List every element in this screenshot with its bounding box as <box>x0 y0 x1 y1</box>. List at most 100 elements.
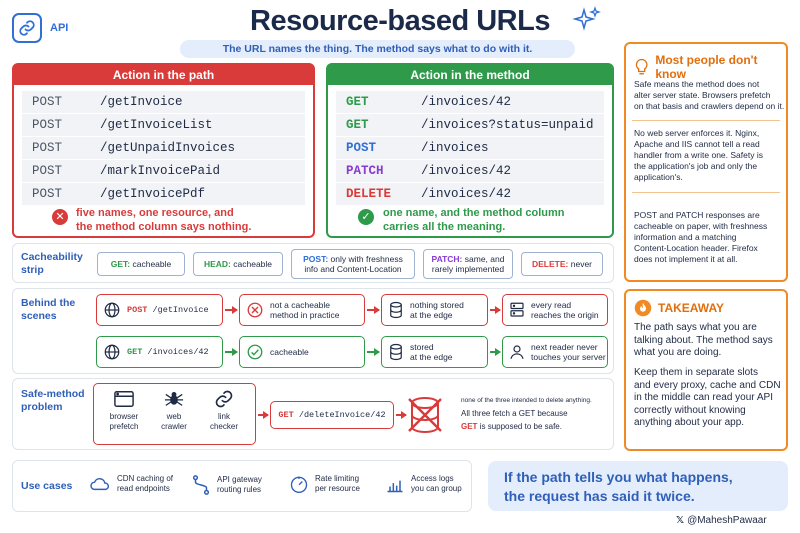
flow-request-get: GET /invoices/42 <box>96 336 223 368</box>
method-rows: GET/invoices/42 GET/invoices?status=unpa… <box>336 91 604 206</box>
path-rows: POST/getInvoice POST/getInvoiceList POST… <box>22 91 305 206</box>
request-path: /getInvoice <box>152 305 209 315</box>
x-logo-icon: 𝕏 <box>676 515 685 526</box>
chip-text: only with freshness <box>330 254 403 264</box>
para-line: in the middle can read your API <box>634 392 773 403</box>
safe-text-rest: is supposed to be safe. <box>479 422 562 431</box>
flow-step-cacheable: cacheable <box>239 336 365 368</box>
clients-group <box>93 383 256 445</box>
database-icon <box>390 343 402 361</box>
request-method: POST <box>127 305 148 315</box>
safe-text-line1: none of the three intended to delete any… <box>461 397 592 404</box>
most-people-para2: No web server enforces it. Nginx, Apache… <box>634 128 763 183</box>
path-cell: /getUnpaidInvoices <box>100 141 236 155</box>
cache-chip-head: HEAD: cacheable <box>193 252 283 276</box>
author-handle: @MaheshPawaar <box>687 515 767 526</box>
x-circle-icon: ✕ <box>52 209 68 225</box>
para-line: handler from a write one. Safety is <box>634 150 763 160</box>
chip-method: POST: <box>303 254 329 264</box>
safe-text-line3: GET is supposed to be safe. <box>461 422 562 432</box>
most-people-header: Most people don't know <box>634 53 786 81</box>
api-label: API <box>50 22 69 34</box>
most-people-panel: Most people don't know Safe means the me… <box>624 42 788 282</box>
step-text: every read <box>531 300 572 310</box>
step-text: at the edge <box>410 352 453 362</box>
bar-chart-icon <box>387 480 403 493</box>
takeaway-panel: TAKEAWAY The path says what you are talk… <box>624 289 788 451</box>
flow-arrow <box>225 348 238 356</box>
client-crawler: web crawler <box>151 389 197 432</box>
table-row: POST/getInvoice <box>22 91 305 113</box>
chip-text: same, and <box>464 254 505 264</box>
step-text: reaches the origin <box>531 310 599 320</box>
spider-icon <box>164 392 184 406</box>
use-case-text: API gateway <box>217 475 262 484</box>
step-text: not a cacheable <box>270 300 331 310</box>
label-line: strip <box>21 264 44 276</box>
label-line: Cacheability <box>21 251 83 263</box>
use-case-text: read endpoints <box>117 484 170 493</box>
check-circle-icon: ✓ <box>358 209 374 225</box>
table-row: POST/getInvoicePdf <box>22 183 305 205</box>
divider <box>632 120 780 121</box>
use-case-text: you can group <box>411 484 462 493</box>
path-cell: /invoices/42 <box>421 95 512 109</box>
step-text: touches your server <box>531 352 606 362</box>
label-line: Behind the <box>21 297 76 309</box>
chip-method: DELETE: <box>531 259 569 269</box>
safe-text-line2: All three fetch a GET because <box>461 409 568 418</box>
use-case-text: CDN caching of <box>117 474 174 483</box>
link-icon <box>215 390 233 408</box>
client-link-checker: link checker <box>201 389 247 432</box>
flow-arrow <box>490 348 501 356</box>
cache-chip-get: GET: cacheable <box>97 252 185 276</box>
gauge-icon <box>290 476 308 493</box>
method-cell: POST <box>346 141 377 155</box>
request-path: /deleteInvoice/42 <box>298 410 386 420</box>
para-line: Content-Location header. Firefox <box>634 243 758 253</box>
client-text: prefetch <box>109 422 139 431</box>
step-text: method in practice <box>270 310 340 320</box>
client-text: browser <box>109 412 139 421</box>
para-line: talking about. The method says <box>634 334 773 346</box>
panel-title: Action in the method <box>328 65 612 85</box>
browser-window-icon <box>114 391 134 407</box>
globe-icon <box>104 302 120 318</box>
cloud-icon <box>90 478 110 491</box>
para-line: No web server enforces it. Nginx, <box>634 128 760 138</box>
safe-text-method: GET <box>461 422 478 431</box>
check-circle-icon <box>247 344 263 360</box>
para-line: The path says what you are <box>634 322 757 333</box>
para-line: Safe means the method does not <box>634 79 760 89</box>
globe-icon <box>104 344 120 360</box>
step-text: nothing stored <box>410 300 464 310</box>
safe-method-section: Safe-method problem browser prefetch web… <box>12 378 614 450</box>
method-cell: GET <box>346 95 369 109</box>
para-line: cacheable on paper, with freshness <box>634 221 768 231</box>
database-icon <box>390 301 402 319</box>
table-row: GET/invoices/42 <box>336 91 604 113</box>
flow-request-post: POST /getInvoice <box>96 294 223 326</box>
deleted-database-icon <box>407 395 443 440</box>
use-case-text: Access logs <box>411 474 454 483</box>
client-text: web <box>166 412 182 421</box>
chip-method: HEAD: <box>203 259 231 269</box>
table-row: DELETE/invoices/42 <box>336 183 604 205</box>
step-text: at the edge <box>410 310 453 320</box>
cache-chip-delete: DELETE: never <box>521 252 603 276</box>
client-text: checker <box>209 422 238 431</box>
label-line: scenes <box>21 310 57 322</box>
table-row: POST/getInvoiceList <box>22 114 305 136</box>
page-title: Resource-based URLs <box>250 5 550 37</box>
method-cell: POST <box>32 141 63 155</box>
takeaway-header: TAKEAWAY <box>634 299 724 317</box>
client-browser: browser prefetch <box>101 389 147 432</box>
x-circle-icon <box>247 302 263 318</box>
